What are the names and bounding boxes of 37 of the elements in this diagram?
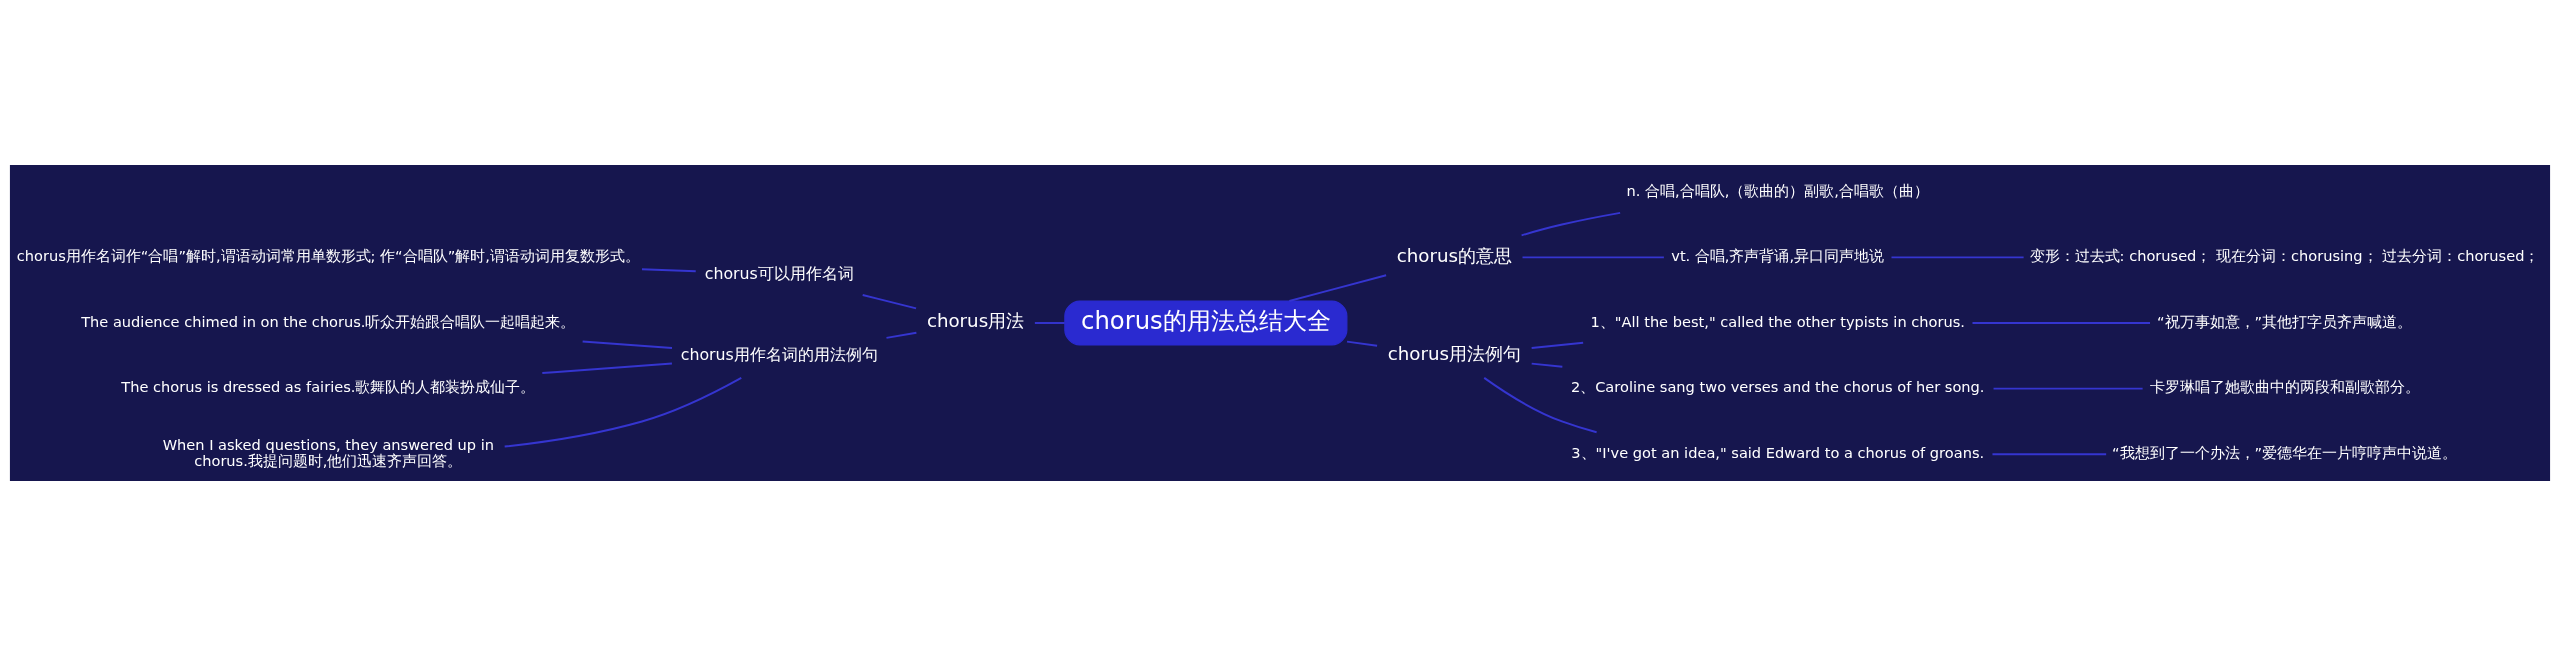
- node-text: “祝万事如意，”其他打字员齐声喊道。: [2156, 312, 2413, 330]
- connector: [503, 376, 743, 448]
- connector: [1530, 341, 1585, 349]
- node-text: The chorus is dressed as fairies.歌舞队的人都装扮成仙子。: [121, 377, 536, 395]
- node-text: chorus可以用作名词: [704, 263, 854, 283]
- connector: [885, 331, 918, 339]
- node-text: chorus用作名词作“合唱”解时,谓语动词常用单数形式; 作“合唱队”解时,谓语动词用复数形式。: [16, 246, 640, 264]
- node-text: The audience chimed in on the chorus.听众开始跟合唱队一起唱起来。: [81, 312, 576, 330]
- node-text: 2、Caroline sang two verses and the chorus of her song.: [1570, 377, 1985, 395]
- connector: [1483, 376, 1598, 433]
- node-box: chorus的用法总结大全: [1064, 300, 1348, 345]
- node-text: When I asked questions, they answered up in chorus.我提问题时,他们迅速齐声回答。: [162, 435, 495, 469]
- connector: [641, 267, 697, 272]
- node-text: 卡罗琳唱了她歌曲中的两段和副歌部分。: [2149, 377, 2420, 395]
- connector: [861, 293, 918, 309]
- node-text: chorus用作名词的用法例句: [680, 344, 878, 364]
- connector: [541, 362, 673, 374]
- node-text: chorus用法: [926, 309, 1025, 331]
- node-text: 3、"I've got an idea," said Edward to a chorus of groans.: [1571, 443, 1985, 461]
- node-text: chorus用法例句: [1387, 342, 1522, 364]
- connector: [581, 340, 673, 349]
- node-text: vt. 合唱,齐声背诵,异口同声地说: [1671, 246, 1885, 264]
- node-text: n. 合唱,合唱队,（歌曲的）副歌,合唱歌（曲）: [1626, 181, 1929, 199]
- connector: [1521, 255, 1665, 258]
- connector: [1530, 362, 1564, 368]
- node-text: “我想到了一个办法，”爱德华在一片哼哼声中说道。: [2111, 443, 2458, 461]
- connector: [1890, 255, 2025, 258]
- connector: [1288, 273, 1388, 302]
- connector: [1033, 321, 1066, 324]
- connector: [1520, 211, 1622, 236]
- node-text: 变形：过去式: chorused； 现在分词：chorusing； 过去分词：chorused；: [2029, 246, 2540, 264]
- node-text: 1、"All the best," called the other typists in chorus.: [1590, 312, 1965, 330]
- connector: [1991, 452, 2108, 455]
- connector: [1971, 321, 2151, 324]
- node-text: chorus的意思: [1396, 244, 1513, 266]
- connector: [1346, 340, 1379, 347]
- connector: [1992, 387, 2144, 390]
